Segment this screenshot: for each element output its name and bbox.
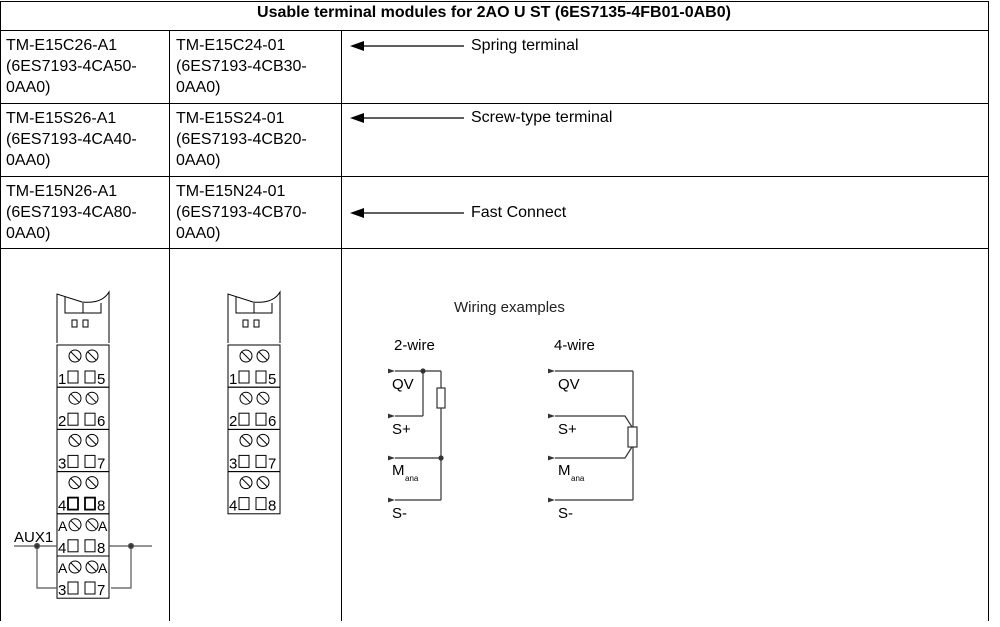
terminal-type-label: Spring terminal xyxy=(471,37,579,54)
aux-terminal-label: A xyxy=(98,560,108,576)
col-divider xyxy=(341,30,342,621)
terminal-number: 1 xyxy=(229,371,237,388)
terminal-module-24: 1 5 2 6 3 7 4 8 xyxy=(227,290,281,515)
terminal-type-label: Screw-type terminal xyxy=(471,109,613,126)
cell-line: 0AA0) xyxy=(6,225,51,242)
row-divider xyxy=(0,176,989,177)
module-26-cell: TM-E15C26-A1 (6ES7193-4CA50- 0AA0) xyxy=(6,35,137,98)
border-right xyxy=(988,1,989,621)
terminal-number: 2 xyxy=(58,413,66,430)
cell-line: TM-E15N24-01 xyxy=(176,183,286,200)
terminal-number: 7 xyxy=(97,582,105,599)
m-label: M xyxy=(558,462,571,479)
terminal-number: 6 xyxy=(97,413,105,430)
four-wire-diagram xyxy=(547,368,638,503)
m-label: M xyxy=(392,462,405,479)
cell-line: 0AA0) xyxy=(6,79,51,96)
terminal-number: 5 xyxy=(97,371,105,388)
s-plus-label: S+ xyxy=(558,421,577,438)
arrow-left-icon xyxy=(350,208,464,218)
border-top xyxy=(0,1,989,2)
terminal-number: 3 xyxy=(58,582,66,599)
terminal-type-label: Fast Connect xyxy=(471,204,567,221)
aux1-wiring xyxy=(14,542,152,589)
row-divider xyxy=(0,103,989,104)
terminal-number: 1 xyxy=(58,371,66,388)
cell-line: (6ES7193-4CA50- xyxy=(6,58,137,75)
module-24-cell: TM-E15S24-01 (6ES7193-4CB20- 0AA0) xyxy=(176,108,307,171)
cell-line: (6ES7193-4CB30- xyxy=(176,58,307,75)
aux1-label: AUX1 xyxy=(14,529,53,546)
two-wire-label: 2-wire xyxy=(394,337,435,354)
m-sub-label: ana xyxy=(571,474,585,483)
cell-line: (6ES7193-4CB70- xyxy=(176,204,307,221)
terminal-number: 6 xyxy=(268,413,276,430)
qv-label: QV xyxy=(558,376,580,393)
qv-label: QV xyxy=(392,376,414,393)
cell-line: TM-E15S24-01 xyxy=(176,110,285,127)
row-divider xyxy=(0,248,989,249)
terminal-number: 7 xyxy=(97,455,105,472)
terminal-number: 4 xyxy=(58,540,66,557)
cell-line: (6ES7193-4CB20- xyxy=(176,131,307,148)
m-sub-label: ana xyxy=(405,474,419,483)
cell-line: TM-E15C24-01 xyxy=(176,37,286,54)
terminal-number: 3 xyxy=(58,455,66,472)
two-wire-diagram xyxy=(387,368,446,503)
terminal-number: 3 xyxy=(229,455,237,472)
s-plus-label: S+ xyxy=(392,421,411,438)
border-left xyxy=(0,1,1,621)
col-divider xyxy=(169,30,170,621)
cell-line: (6ES7193-4CA40- xyxy=(6,131,137,148)
module-24-cell: TM-E15C24-01 (6ES7193-4CB30- 0AA0) xyxy=(176,35,307,98)
terminal-number: 8 xyxy=(268,498,276,515)
four-wire-label: 4-wire xyxy=(554,337,595,354)
terminal-number: 4 xyxy=(229,498,237,515)
terminal-number: 7 xyxy=(268,455,276,472)
module-24-cell: TM-E15N24-01 (6ES7193-4CB70- 0AA0) xyxy=(176,181,307,244)
module-26-cell: TM-E15N26-A1 (6ES7193-4CA80- 0AA0) xyxy=(6,181,137,244)
cell-line: 0AA0) xyxy=(176,152,221,169)
aux-terminal-label: A xyxy=(58,560,68,576)
terminal-number: 4 xyxy=(58,498,66,515)
module-26-cell: TM-E15S26-A1 (6ES7193-4CA40- 0AA0) xyxy=(6,108,137,171)
cell-line: TM-E15N26-A1 xyxy=(6,183,118,200)
terminal-number: 5 xyxy=(268,371,276,388)
s-minus-label: S- xyxy=(392,505,407,522)
wiring-title: Wiring examples xyxy=(454,299,565,316)
terminal-number: 8 xyxy=(97,498,105,515)
cell-line: 0AA0) xyxy=(6,152,51,169)
row-divider xyxy=(0,30,989,31)
terminal-number: 8 xyxy=(97,540,105,557)
table-title: Usable terminal modules for 2AO U ST (6E… xyxy=(257,4,731,21)
aux-terminal-label: A xyxy=(98,518,108,534)
cell-line: TM-E15S26-A1 xyxy=(6,110,117,127)
cell-line: 0AA0) xyxy=(176,79,221,96)
aux-terminal-label: A xyxy=(58,518,68,534)
cell-line: TM-E15C26-A1 xyxy=(6,37,118,54)
cell-line: (6ES7193-4CA80- xyxy=(6,204,137,221)
arrow-left-icon xyxy=(350,41,464,51)
s-minus-label: S- xyxy=(558,505,573,522)
terminal-number: 2 xyxy=(229,413,237,430)
cell-line: 0AA0) xyxy=(176,225,221,242)
arrow-left-icon xyxy=(350,113,464,123)
